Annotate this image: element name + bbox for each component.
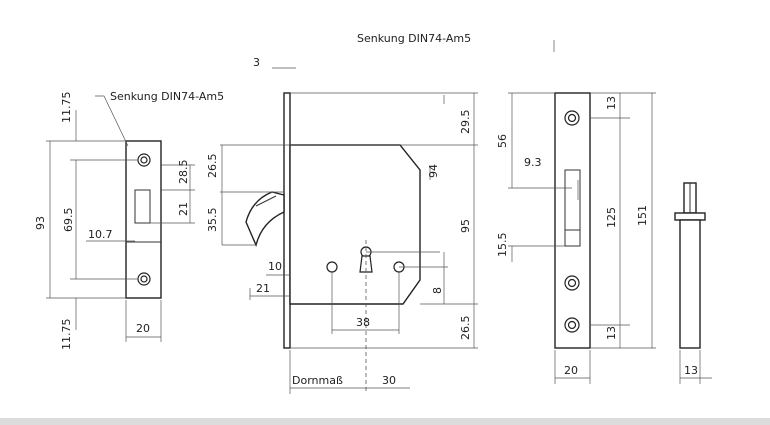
lock-body-view	[220, 67, 478, 394]
dim-38: 38	[356, 316, 370, 329]
dim-11-75-bottom: 11.75	[60, 319, 73, 351]
spindle-body	[679, 219, 701, 349]
dim-26-5-a: 26.5	[206, 154, 219, 179]
dim-8: 8	[431, 287, 444, 294]
lock-faceplate	[283, 92, 291, 349]
latch-slot	[564, 169, 581, 247]
spindle-view	[674, 182, 712, 384]
dim-21-b: 21	[256, 282, 270, 295]
dim-95: 95	[459, 219, 472, 233]
faceplate-front	[554, 92, 591, 349]
dim-30: 30	[382, 374, 396, 387]
dim-26-5-b: 26.5	[459, 316, 472, 341]
dim-13-bottom: 13	[605, 326, 618, 340]
dim-125: 125	[605, 207, 618, 228]
bottom-band	[0, 418, 770, 425]
dim-20-right: 20	[564, 364, 578, 377]
latch-bolt	[245, 191, 285, 248]
dornmass-label: Dornmaß	[292, 374, 343, 387]
spindle-collar	[674, 212, 706, 221]
dim-3: 3	[253, 56, 260, 69]
dim-29-5: 29.5	[459, 110, 472, 135]
dim-21-a: 21	[177, 202, 190, 216]
dim-28-5: 28.5	[177, 160, 190, 185]
dim-11-75-top: 11.75	[60, 92, 73, 124]
dim-10: 10	[268, 260, 282, 273]
strike-plate	[125, 140, 162, 299]
dim-94: 94	[427, 164, 440, 178]
lock-case	[289, 144, 421, 305]
dim-10-7: 10.7	[88, 228, 113, 241]
countersink-label-left: Senkung DIN74-Am5	[110, 90, 224, 103]
dim-13-pin: 13	[684, 364, 698, 377]
dim-9-3: 9.3	[524, 156, 542, 169]
dim-35-5: 35.5	[206, 208, 219, 233]
countersink-leader-left	[95, 95, 129, 147]
strike-plate-view	[46, 95, 195, 342]
faceplate-front-view	[508, 40, 656, 384]
countersink-label-top: Senkung DIN74-Am5	[357, 32, 471, 45]
follower-hole-left	[326, 261, 338, 273]
strike-plate-latch-opening	[134, 189, 151, 224]
dim-56: 56	[496, 134, 509, 148]
dim-20-left: 20	[136, 322, 150, 335]
dim-15-5: 15.5	[496, 233, 509, 258]
dim-69-5: 69.5	[62, 208, 75, 233]
dim-93: 93	[34, 216, 47, 230]
dim-151: 151	[636, 205, 649, 226]
dim-13-top: 13	[605, 96, 618, 110]
